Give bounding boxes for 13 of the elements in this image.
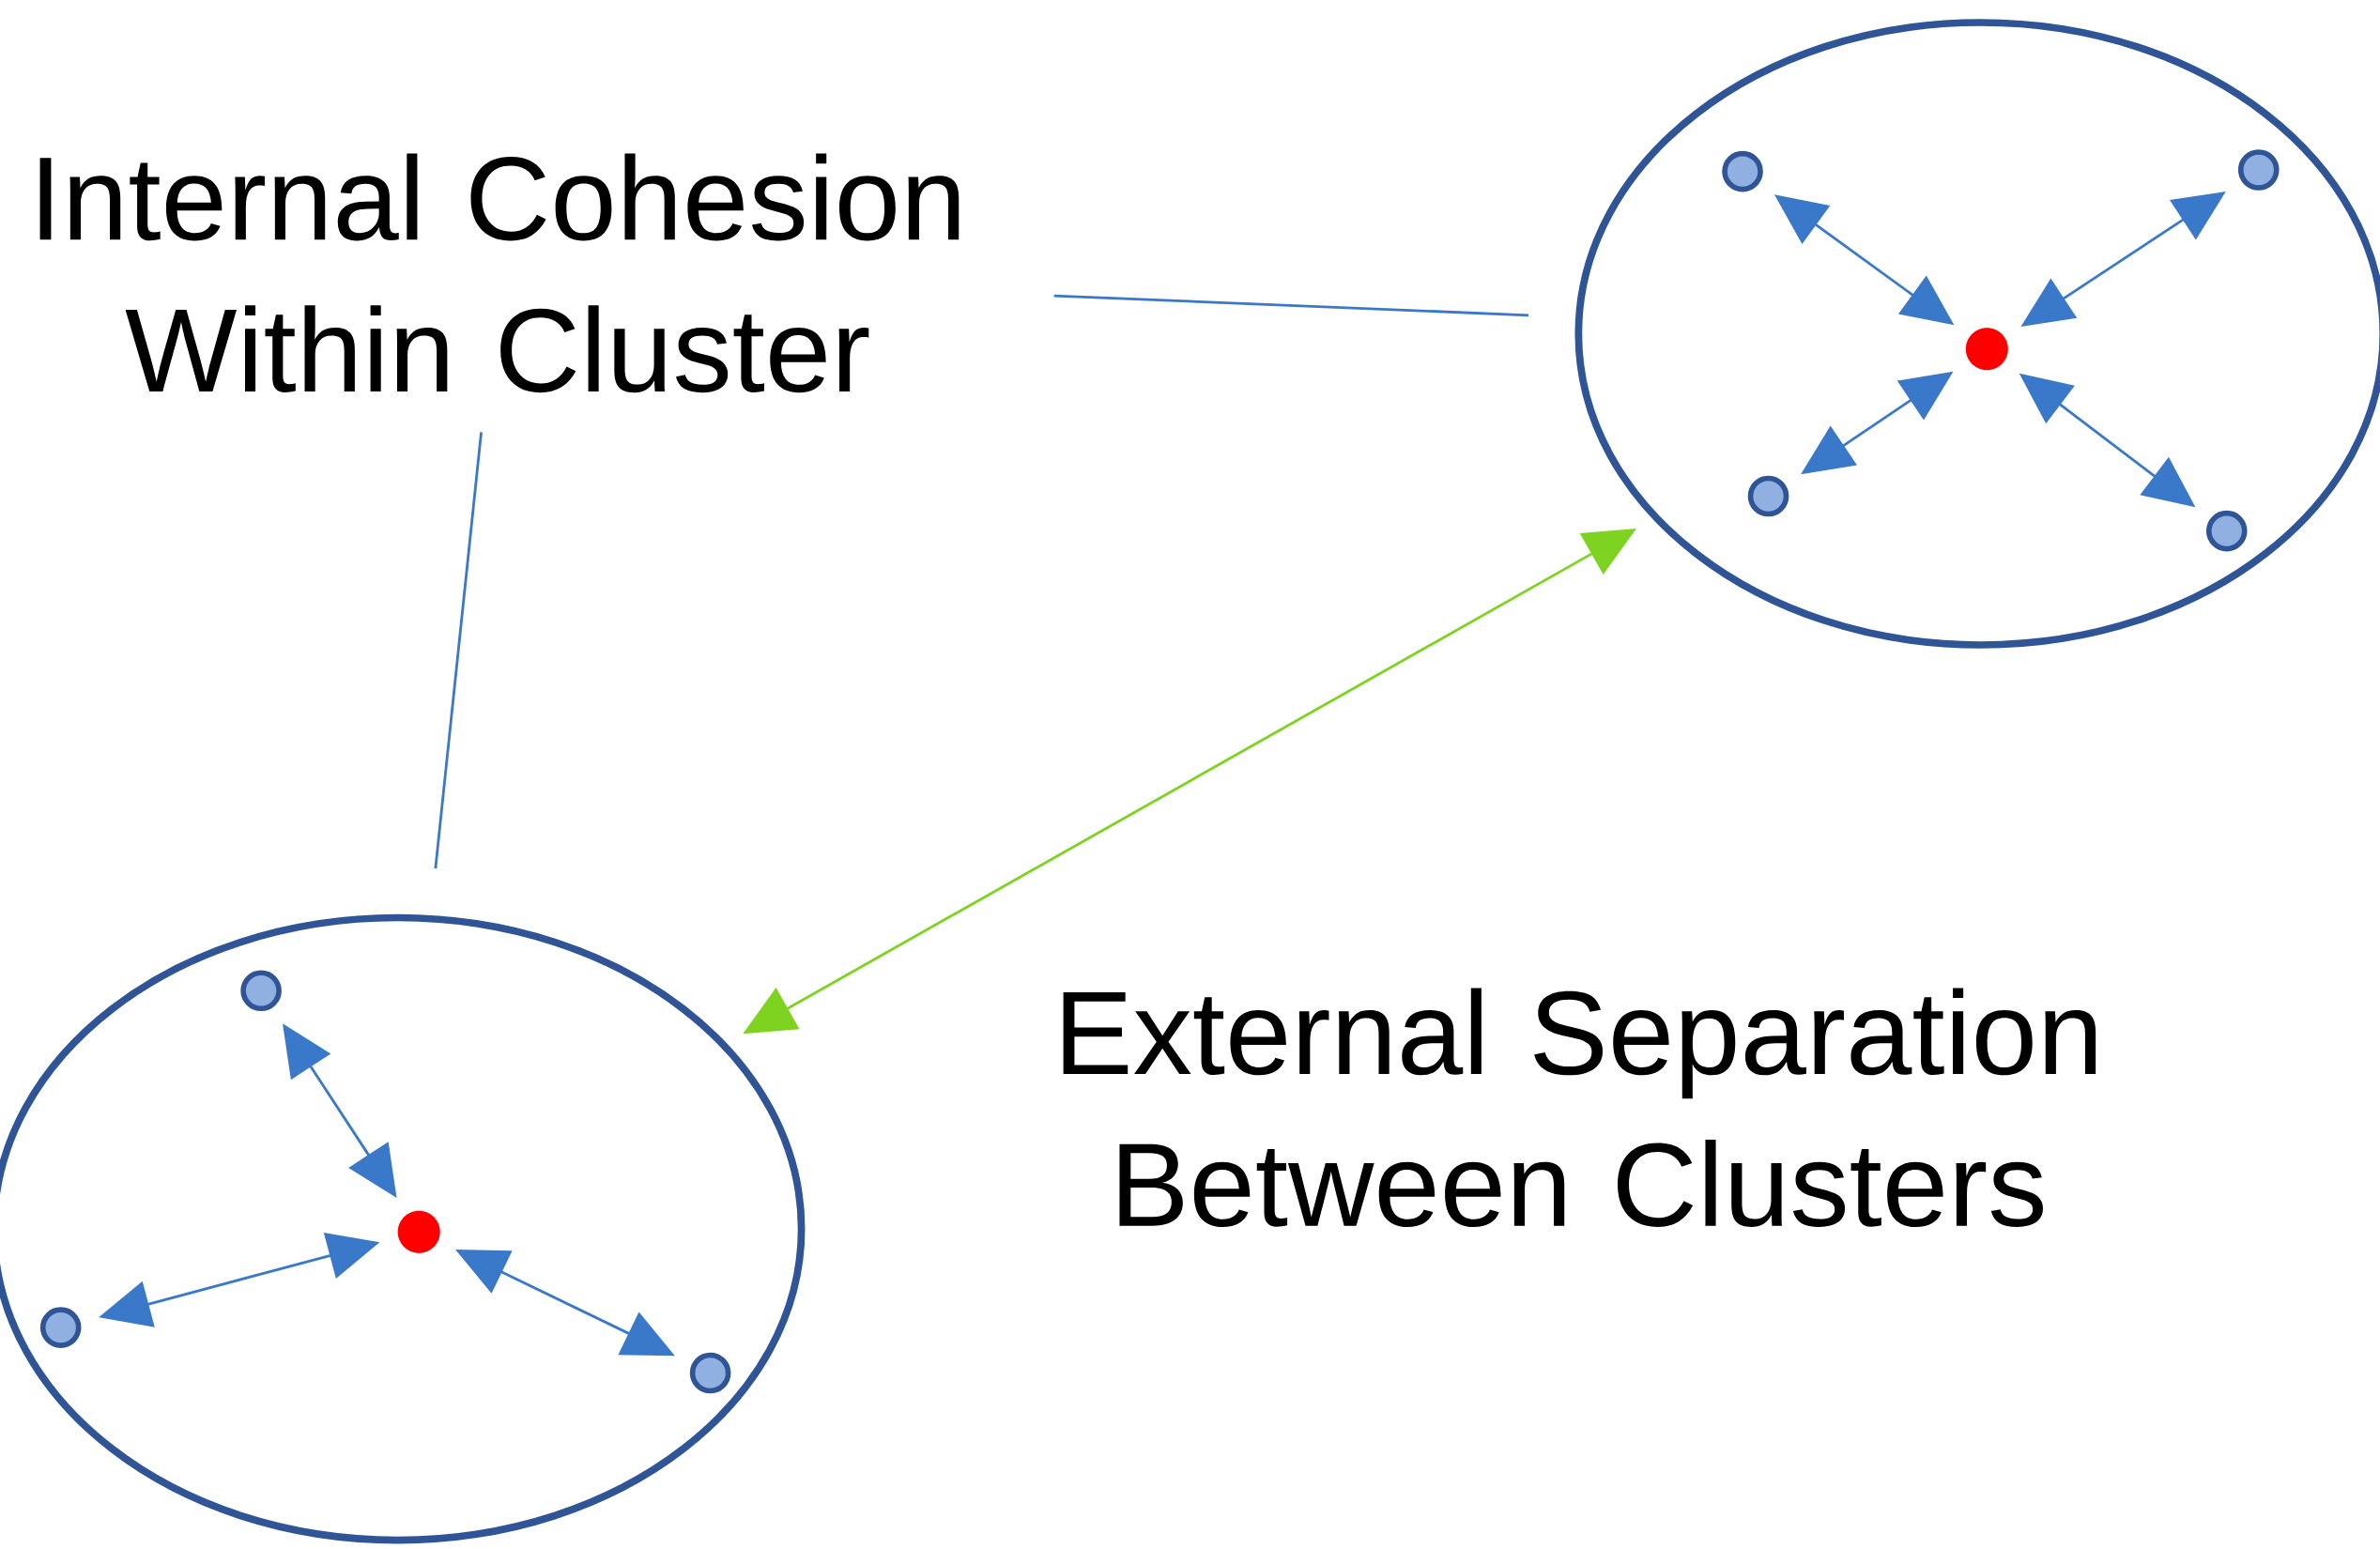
data-point [689, 1352, 731, 1394]
data-point [2237, 149, 2280, 191]
leader-line [434, 432, 483, 869]
centroid-dot [397, 1210, 440, 1253]
caption-text: Internal Cohesion Within Cluster [39, 153, 960, 393]
data-point [240, 970, 282, 1012]
caption-text: External Separation Between Clusters [1063, 988, 2096, 1227]
data-point [1747, 475, 1789, 517]
leader-line [1053, 294, 1529, 317]
data-point [2205, 510, 2248, 552]
centroid-dot [1965, 328, 2008, 371]
data-point [1722, 150, 1763, 192]
data-point [39, 1307, 82, 1348]
